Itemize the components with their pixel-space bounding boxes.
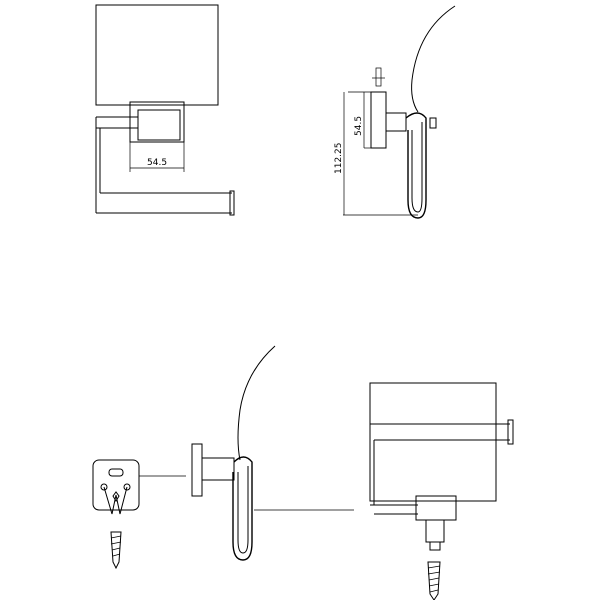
assembly-bar-cap (507, 419, 514, 445)
anchor-bolt (375, 67, 382, 87)
screw-guide-diamond (112, 491, 120, 502)
side-view: 54.5 112.25 (334, 5, 456, 219)
bar-end-cap (229, 190, 235, 216)
paper-flap-curve (411, 5, 456, 113)
wall-plate-inner (137, 109, 181, 141)
assembly-hook-outer (232, 456, 253, 561)
small-screw-body (110, 531, 122, 570)
assembly-side-view (191, 345, 354, 561)
assembly-post (425, 519, 445, 543)
assembly-paper-roll (369, 382, 497, 502)
hook-outer (405, 112, 427, 219)
screw-guide-lines (103, 486, 128, 515)
side-arm-stub (385, 112, 407, 132)
mounting-hole-left (100, 483, 108, 491)
hook-tip (429, 117, 437, 129)
assembly-front-view (369, 382, 514, 600)
wall-plate-outer (129, 101, 185, 143)
assembly-paper-flap (237, 345, 276, 461)
large-screw-body (427, 561, 441, 600)
dim-label-total-height: 112.25 (334, 143, 344, 175)
side-wall-plate (370, 91, 387, 149)
small-screw-thread (110, 535, 122, 557)
large-screw-thread (427, 565, 441, 593)
mounting-plate-view (92, 459, 186, 570)
assembly-arm-stub (201, 457, 235, 481)
paper-roll-outline (95, 4, 219, 106)
mounting-slot (108, 468, 124, 477)
hook-inner (411, 122, 423, 213)
dim-label-width: 54.5 (147, 158, 167, 168)
dim-label-plate-height: 54.5 (354, 116, 364, 136)
assembly-wall-plate (191, 443, 203, 497)
assembly-post-tip (429, 541, 441, 551)
assembly-wall-plate-front (415, 495, 457, 521)
mounting-plate (92, 459, 140, 511)
front-view: 54.5 (95, 4, 235, 216)
assembly-hook-inner (237, 466, 249, 554)
mounting-hole-right (123, 483, 131, 491)
